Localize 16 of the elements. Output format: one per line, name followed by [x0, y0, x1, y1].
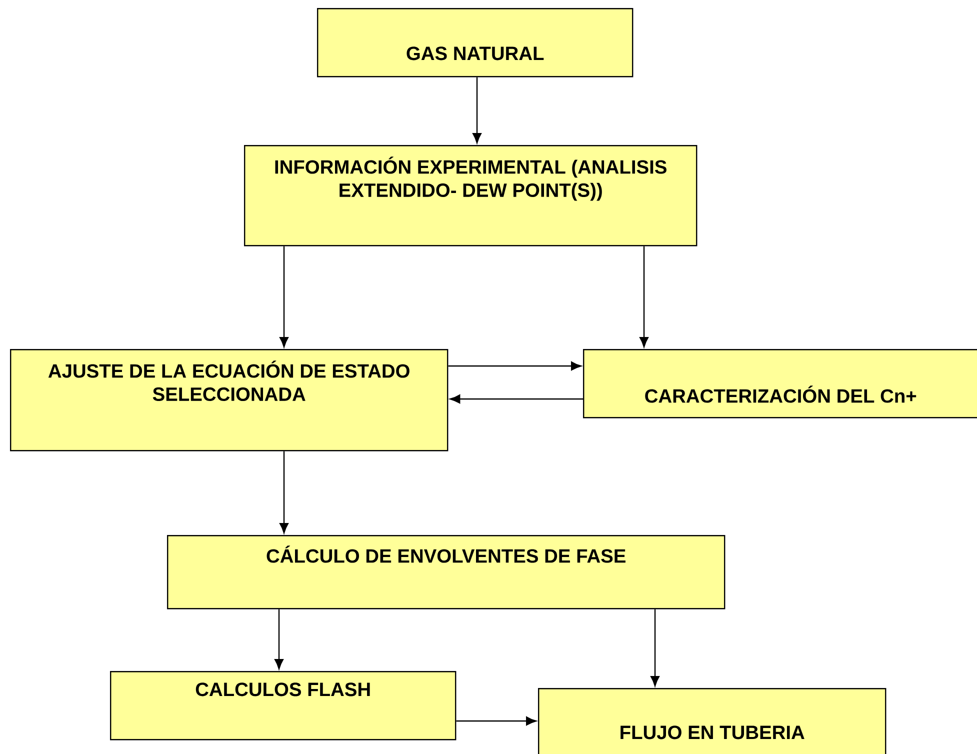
arrow: [456, 716, 536, 726]
arrow: [280, 451, 289, 534]
process-box: CALCULOS FLASH: [110, 671, 456, 740]
arrow: [650, 609, 660, 686]
arrow: [448, 362, 582, 370]
arrow: [640, 246, 648, 348]
arrow: [450, 394, 583, 404]
process-box: FLUJO EN TUBERIA: [538, 688, 886, 754]
arrow: [472, 77, 482, 144]
arrow: [274, 609, 284, 670]
arrow: [280, 246, 289, 348]
process-box: CÁLCULO DE ENVOLVENTES DE FASE: [167, 535, 726, 610]
process-box: CARACTERIZACIÓN DEL Cn+: [583, 349, 977, 418]
process-box: GAS NATURAL: [317, 8, 634, 78]
process-box: AJUSTE DE LA ECUACIÓN DE ESTADO SELECCIONADA: [10, 349, 448, 452]
process-box: INFORMACIÓN EXPERIMENTAL (ANALISIS EXTENDIDO- DEW POINT(S)): [244, 145, 698, 246]
